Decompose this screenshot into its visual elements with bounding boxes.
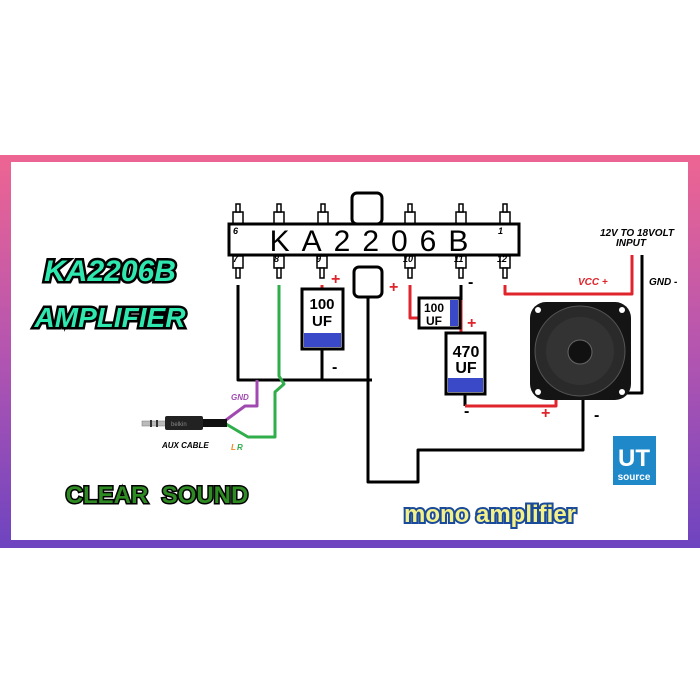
pin-label-7: 7 xyxy=(233,254,239,264)
plus-mark: + xyxy=(541,405,550,422)
wire-cap3-speaker-plus xyxy=(465,400,558,408)
pin-label-6: 6 xyxy=(233,226,239,236)
vcc-label: VCC + xyxy=(578,277,608,288)
plus-mark: + xyxy=(331,271,340,288)
wire-aux-gnd xyxy=(225,380,259,422)
title-line1: KA2206B xyxy=(44,255,176,288)
speaker xyxy=(530,302,631,400)
aux-cable-label: AUX CABLE xyxy=(161,441,209,450)
pin-label-9: 9 xyxy=(316,254,321,264)
pin-label-11: 11 xyxy=(454,254,463,264)
ic-chip: KA2206B 6 1 7 8 9 10 11 12 xyxy=(227,191,521,299)
ic-heat-tab-bottom xyxy=(352,265,384,299)
wire-vcc xyxy=(503,255,634,296)
aux-gnd-label: GND xyxy=(231,393,249,402)
pin-label-10: 10 xyxy=(403,254,413,264)
subtitle: mono amplifier xyxy=(404,501,576,528)
title-line2: AMPLIFIER xyxy=(34,302,187,333)
gnd-label: GND - xyxy=(649,277,678,288)
pin-label-8: 8 xyxy=(274,254,279,264)
ic-heat-tab-top xyxy=(350,191,384,226)
plus-mark: + xyxy=(389,279,398,296)
ic-label: KA2206B xyxy=(270,225,481,258)
pin-label-1: 1 xyxy=(498,226,503,236)
ic-body xyxy=(227,222,521,257)
capacitor-c1: 100 UF xyxy=(300,287,345,351)
c1-value: 100 xyxy=(309,296,334,313)
logo-line2: source xyxy=(618,472,651,483)
capacitor-c3: 470 UF xyxy=(444,331,487,396)
c1-unit: UF xyxy=(312,313,332,330)
aux-l-label: L xyxy=(231,443,236,452)
input-label: INPUT xyxy=(616,238,647,249)
aux-r-label: R xyxy=(237,443,243,452)
jack-brand: belkin xyxy=(171,422,187,428)
wire-pin10-cap2 xyxy=(408,285,420,320)
wire-tab-speaker-ground xyxy=(366,297,585,484)
minus-mark: - xyxy=(332,359,337,376)
c3-value: 470 xyxy=(453,344,480,361)
minus-mark: - xyxy=(468,274,473,291)
wire-aux-lr xyxy=(225,285,286,439)
ut-source-logo: UT source xyxy=(613,436,656,485)
minus-mark: - xyxy=(594,407,599,424)
c2-value: 100 xyxy=(424,301,444,315)
c3-unit: UF xyxy=(455,360,477,377)
logo-line1: UT xyxy=(618,445,650,472)
wire-pin7-ground xyxy=(236,285,372,382)
tagline: CLEAR SOUND xyxy=(66,482,249,509)
minus-mark: - xyxy=(464,403,469,420)
capacitor-c2: 100 UF xyxy=(417,296,462,330)
c2-unit: UF xyxy=(426,314,442,328)
aux-cable-jack: belkin xyxy=(141,416,227,430)
pin-label-12: 12 xyxy=(497,254,507,264)
input-voltage-label: 12V TO 18VOLT xyxy=(600,228,675,239)
plus-mark: + xyxy=(467,315,476,332)
